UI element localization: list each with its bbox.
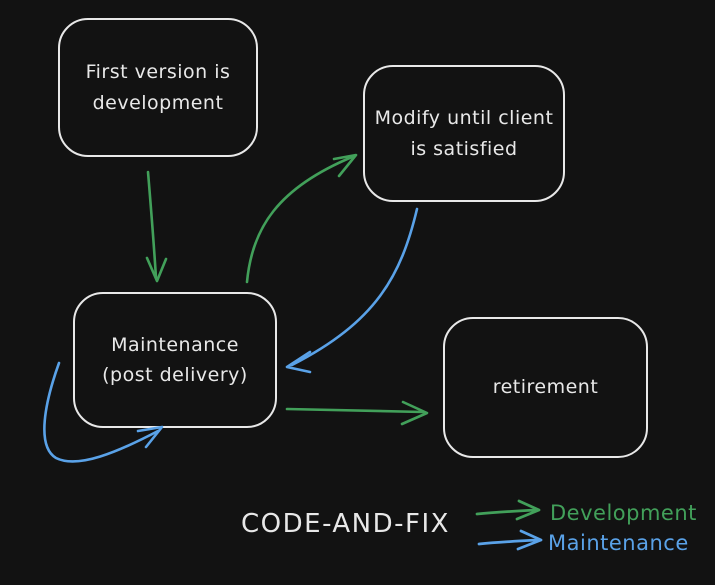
- arrow-first-to-maintenance[interactable]: [145, 170, 168, 283]
- node-first-version-label: First version is development: [85, 61, 231, 114]
- legend-development-label[interactable]: Development: [550, 501, 697, 525]
- legend-maintenance-arrow[interactable]: [477, 529, 543, 551]
- legend-development-arrow[interactable]: [475, 499, 541, 521]
- arrow-maintenance-to-retirement[interactable]: [285, 400, 429, 426]
- arrow-maintenance-to-modify[interactable]: [245, 153, 358, 284]
- node-retirement[interactable]: retirement: [443, 317, 648, 458]
- node-retirement-label: retirement: [492, 376, 599, 399]
- node-modify-until-satisfied[interactable]: Modify until client is satisfied: [363, 65, 565, 202]
- arrow-modify-to-maintenance[interactable]: [285, 207, 419, 374]
- node-maintenance-label: Maintenance (post delivery): [102, 333, 248, 386]
- node-first-version[interactable]: First version is development: [58, 18, 258, 157]
- legend-maintenance-label[interactable]: Maintenance: [548, 531, 689, 555]
- arrow-maintenance-self-loop[interactable]: [43, 361, 164, 463]
- node-modify-label: Modify until client is satisfied: [374, 107, 554, 160]
- node-maintenance[interactable]: Maintenance (post delivery): [73, 292, 277, 428]
- diagram-title[interactable]: CODE-AND-FIX: [241, 509, 450, 539]
